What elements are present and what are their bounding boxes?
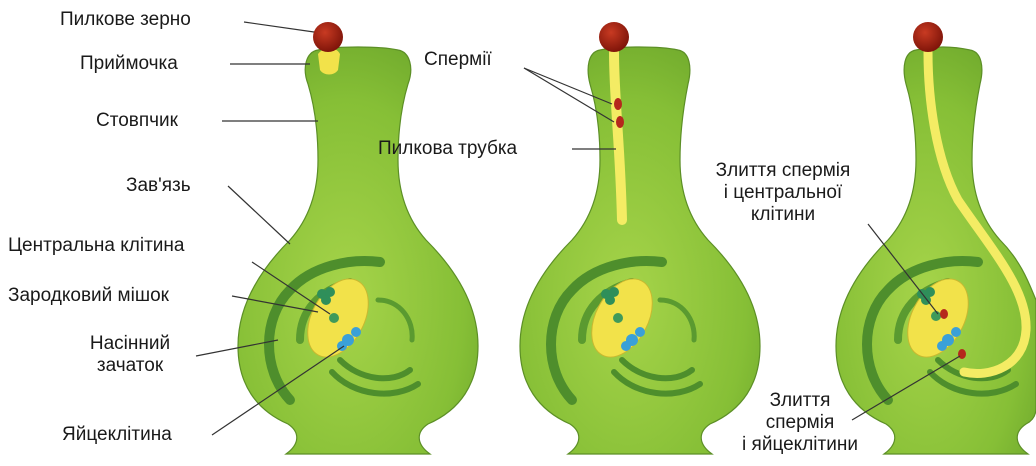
antipodal-3 [321, 295, 331, 305]
label-central-cell: Центральна клітина [8, 235, 184, 257]
synergid-2 [937, 341, 947, 351]
label-fusion-central-line2: і центральної [690, 182, 876, 204]
pistil-body [520, 47, 760, 454]
label-ovule-line1: Насінний [70, 333, 190, 355]
label-embryo-sac: Зародковий мішок [8, 285, 169, 307]
label-style: Стовпчик [96, 110, 178, 132]
label-fusion-egg-line1: Злиття [730, 390, 870, 412]
central-nucleus [329, 313, 339, 323]
leader-pollen-grain [244, 22, 314, 32]
pistil-1 [238, 22, 478, 454]
synergid-2 [621, 341, 631, 351]
synergid-1 [635, 327, 645, 337]
synergid-1 [951, 327, 961, 337]
pollen-grain [913, 22, 943, 52]
pollen-grain [313, 22, 343, 52]
leader-ovary [228, 186, 290, 244]
label-pollen-grain: Пилкове зерно [60, 9, 191, 31]
label-ovule-line2: зачаток [70, 355, 190, 377]
label-ovary: Зав'язь [126, 175, 191, 197]
label-pollen-tube: Пилкова трубка [378, 138, 517, 160]
sperm-1 [614, 98, 622, 110]
pollen-grain [599, 22, 629, 52]
sperm-central [940, 309, 948, 319]
label-fusion-egg: Злиття спермія і яйцеклітини [730, 390, 870, 456]
label-sperms: Спермії [424, 49, 492, 71]
central-nucleus [931, 311, 941, 321]
antipodal-3 [605, 295, 615, 305]
label-fusion-egg-line2: спермія [730, 412, 870, 434]
label-fusion-central-line1: Злиття спермія [690, 160, 876, 182]
central-nucleus [613, 313, 623, 323]
stigma-yellow [318, 48, 340, 75]
label-ovule: Насінний зачаток [70, 333, 190, 377]
label-fusion-central: Злиття спермія і центральної клітини [690, 160, 876, 226]
synergid-1 [351, 327, 361, 337]
sperm-egg [958, 349, 966, 359]
label-fusion-central-line3: клітини [690, 204, 876, 226]
label-fusion-egg-line3: і яйцеклітини [730, 434, 870, 456]
label-egg-cell: Яйцеклітина [62, 424, 172, 446]
label-stigma: Приймочка [80, 53, 178, 75]
sperm-2 [616, 116, 624, 128]
